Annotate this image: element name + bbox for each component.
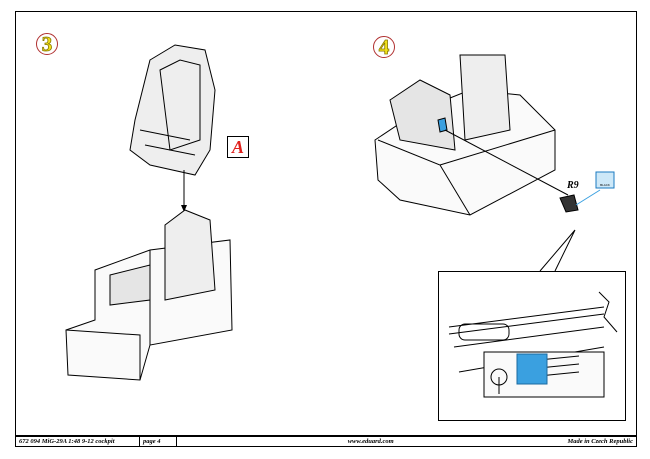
kit-title: 672 094 MiG-29A 1:48 9-12 cockpit <box>16 437 140 446</box>
step3-cockpit-tub <box>65 209 233 381</box>
photoetch-fret-icon: BLACK <box>595 171 615 189</box>
part-label-r9: R9 <box>567 180 579 191</box>
origin-text: Made in Czech Republic <box>567 438 633 445</box>
ejection-seat-drawing <box>129 44 216 176</box>
page-frame <box>15 11 637 436</box>
detail-inset <box>438 271 626 421</box>
photoetch-tag: BLACK <box>600 183 610 187</box>
step-3-badge: 3 <box>36 33 58 55</box>
page-number: page 4 <box>140 437 177 446</box>
step-4-badge: 4 <box>373 36 395 58</box>
page-footer: 672 094 MiG-29A 1:48 9-12 cockpit page 4… <box>15 436 637 447</box>
subassembly-label: A <box>227 136 249 158</box>
website: www.eduard.com <box>347 438 394 445</box>
detail-drawing <box>448 291 618 398</box>
step4-cockpit-tub <box>374 54 601 272</box>
